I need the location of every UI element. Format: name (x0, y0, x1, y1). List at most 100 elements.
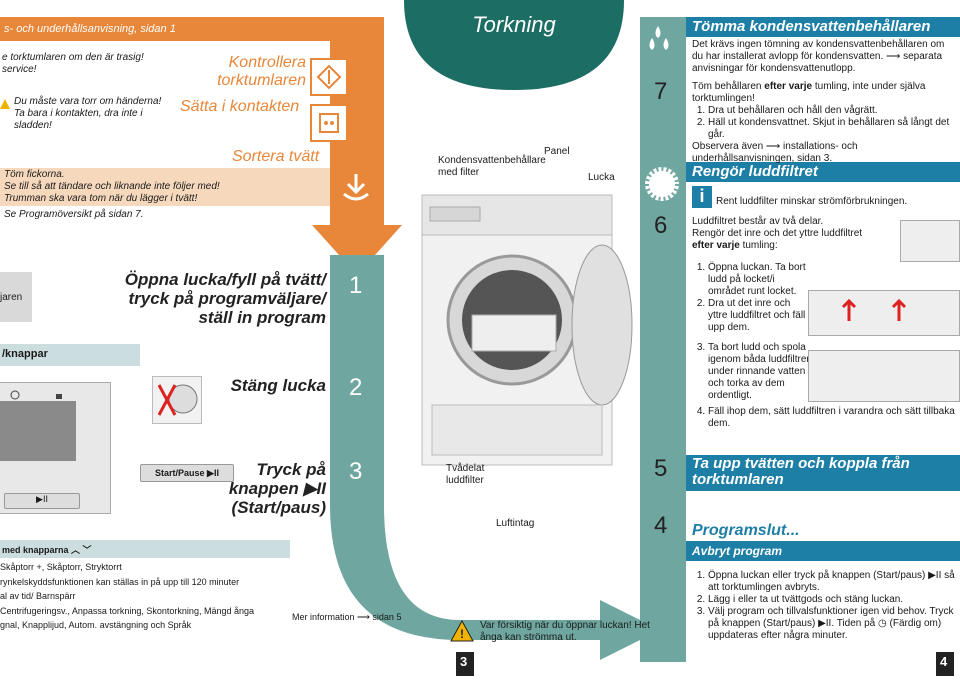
close-door-illustration (152, 376, 202, 424)
empty-step-lead: Töm behållaren (692, 81, 762, 92)
warning-line: Du måste vara torr om händerna! (14, 96, 162, 107)
filter-steps-b: Ta bort ludd och spola igenom båda luddf… (692, 342, 812, 402)
settings-line: rynkelskyddsfunktionen kan ställas in på… (0, 576, 240, 587)
label-container: Kondensvattenbehållare med filter (438, 155, 546, 178)
filter-title-bar (686, 162, 960, 182)
warning-line: Ta bara i kontakten, dra inte i sladden! (14, 108, 143, 131)
steam-warning: Var försiktig när du öppnar luckan! Het … (480, 620, 650, 643)
step-5-number: 5 (654, 455, 668, 482)
filter-illustration-1 (900, 220, 960, 262)
filter-desc-line: Luddfiltret består av två delar. (692, 216, 824, 227)
empty-step-bold: efter varje (764, 81, 813, 92)
step-7-number: 7 (654, 78, 668, 105)
label-lint-filter: Tvådelat luddfilter (446, 463, 485, 486)
svg-text:!: ! (460, 627, 464, 641)
right-teal-column (640, 17, 686, 662)
filter-illustration-3 (808, 350, 960, 402)
empty-step-tail: tumling, inte under själva torktumlingen… (692, 81, 926, 104)
abort-title-bar (686, 541, 960, 561)
step-1-number: 1 (349, 272, 363, 299)
filter-list-item: Ta bort ludd och spola igenom båda luddf… (708, 342, 812, 402)
settings-header-bar (0, 540, 290, 558)
settings-line: Centrifugeringsv., Anpassa torkning, Sko… (0, 605, 254, 616)
filter-info: Rent luddfilter minskar strömförbrukning… (716, 196, 908, 207)
sort-note: Töm fickorna. (4, 169, 65, 180)
empty-list-item: Häll ut kondensvattnet. Skjut in behålla… (708, 117, 957, 141)
filter-list-item: Öppna luckan. Ta bort ludd på locket/i o… (708, 262, 812, 298)
step-6-number: 6 (654, 212, 668, 239)
panel-start-button[interactable]: ▶II (4, 493, 80, 509)
sort-notes: Töm fickorna. Se till så att tändare och… (4, 169, 324, 221)
teal-flow-curve (330, 505, 660, 660)
note-line: e torktumlaren om den är trasig! (2, 52, 144, 63)
side-label-box (0, 272, 32, 322)
warning-icon (0, 96, 10, 109)
empty-step-line: Töm behållaren efter varje tumling, inte… (692, 81, 957, 105)
display-screen (0, 401, 76, 461)
filter-desc-bold: efter varje (692, 240, 740, 251)
unload-title-bar (686, 455, 960, 491)
settings-header: med knapparna ︿ ﹀ (2, 545, 92, 555)
plug-warning: Du måste vara torr om händerna! Ta bara … (14, 96, 164, 132)
page-number-box-right (936, 652, 954, 676)
control-panel-illustration: ▶II (0, 382, 111, 514)
abort-list-item: Välj program och tillvalsfunktioner igen… (708, 606, 958, 642)
filter-illustration-2 (808, 290, 960, 336)
side-label: jaren (0, 292, 23, 303)
sort-note: Trumman ska vara tom när du lägger i tvä… (4, 193, 198, 204)
step-4-number: 4 (654, 512, 668, 539)
notes-top: e torktumlaren om den är trasig! service… (2, 52, 202, 76)
abort-list-item: Öppna luckan eller tryck på knappen (Sta… (708, 570, 958, 594)
top-title: Torkning (472, 12, 556, 37)
sort-title: Sortera tvätt (232, 148, 320, 165)
empty-note: Observera även ⟶ installations- och unde… (692, 141, 858, 164)
plug-title: Sätta i kontakten (180, 98, 300, 115)
empty-container-title: Tömma kondensvattenbehållaren (692, 18, 931, 35)
empty-title-bar (686, 17, 960, 37)
empty-instructions: Töm behållaren efter varje tumling, inte… (692, 81, 957, 165)
end-title: Programslut... (692, 522, 800, 539)
dryer-illustration (412, 175, 638, 475)
start-pause-button[interactable]: Start/Pause ▶II (140, 464, 234, 482)
sort-notes-bg (0, 168, 330, 206)
filter-title: Rengör luddfiltret (692, 163, 818, 180)
page-number-box-left (456, 652, 474, 676)
check-icon (310, 58, 348, 96)
step-2-title: Stäng lucka (230, 376, 326, 395)
empty-intro: Det krävs ingen tömning av kondensvatten… (692, 39, 945, 74)
buttons-label-bar (0, 344, 140, 366)
page-number-right: 4 (940, 654, 948, 669)
clock-icon (10, 387, 20, 400)
orange-arrow-head (312, 225, 402, 275)
left-header: s- och underhållsanvisning, sidan 1 (4, 23, 176, 35)
settings-line: Skåptorr +, Skåptorr, Stryktorrt (0, 562, 122, 572)
abort-steps: Öppna luckan eller tryck på knappen (Sta… (692, 570, 958, 642)
page-number-left: 3 (460, 654, 468, 669)
sort-note: Se Programöversikt på sidan 7. (4, 209, 144, 220)
filter-list-item: Dra ut det inre och yttre luddfiltret oc… (708, 298, 812, 334)
sort-note: Se till så att tändare och liknande inte… (4, 181, 220, 192)
teal-flow-shaft (330, 255, 384, 510)
empty-list-item: Dra ut behållaren och håll den vågrätt. (708, 105, 957, 117)
lock-icon (54, 387, 64, 399)
left-header-bar (0, 17, 384, 41)
filter-desc-line: Rengör det inre och det yttre luddfiltre… (692, 228, 863, 239)
filter-desc-line: efter varje tumling: (692, 240, 897, 252)
more-info-link[interactable]: Mer information ⟶ sidan 5 (292, 612, 402, 622)
hot-steam-warning-icon: ! (450, 619, 474, 642)
step-3-number: 3 (349, 458, 363, 485)
step-1-title: Öppna lucka/fyll på tvätt/ tryck på prog… (124, 270, 326, 327)
filter-desc-tail: tumling: (742, 240, 778, 251)
filter-list-item: Fäll ihop dem, sätt luddfiltren i varand… (708, 406, 958, 430)
label-door: Lucka (588, 172, 615, 183)
buttons-label: /knappar (2, 348, 48, 360)
plug-icon (310, 104, 348, 142)
label-air-intake: Luftintag (496, 518, 535, 529)
note-line: service! (2, 64, 37, 75)
top-title-badge (404, 0, 624, 90)
step-3-title: Tryck på knappen ▶II (Start/paus) (228, 460, 326, 517)
settings-line: al av tid/ Barnspärr (0, 591, 76, 601)
settings-list: Skåptorr +, Skåptorr, Stryktorrt rynkels… (0, 560, 290, 633)
unload-title: Ta upp tvätten och koppla från torktumla… (692, 455, 910, 488)
